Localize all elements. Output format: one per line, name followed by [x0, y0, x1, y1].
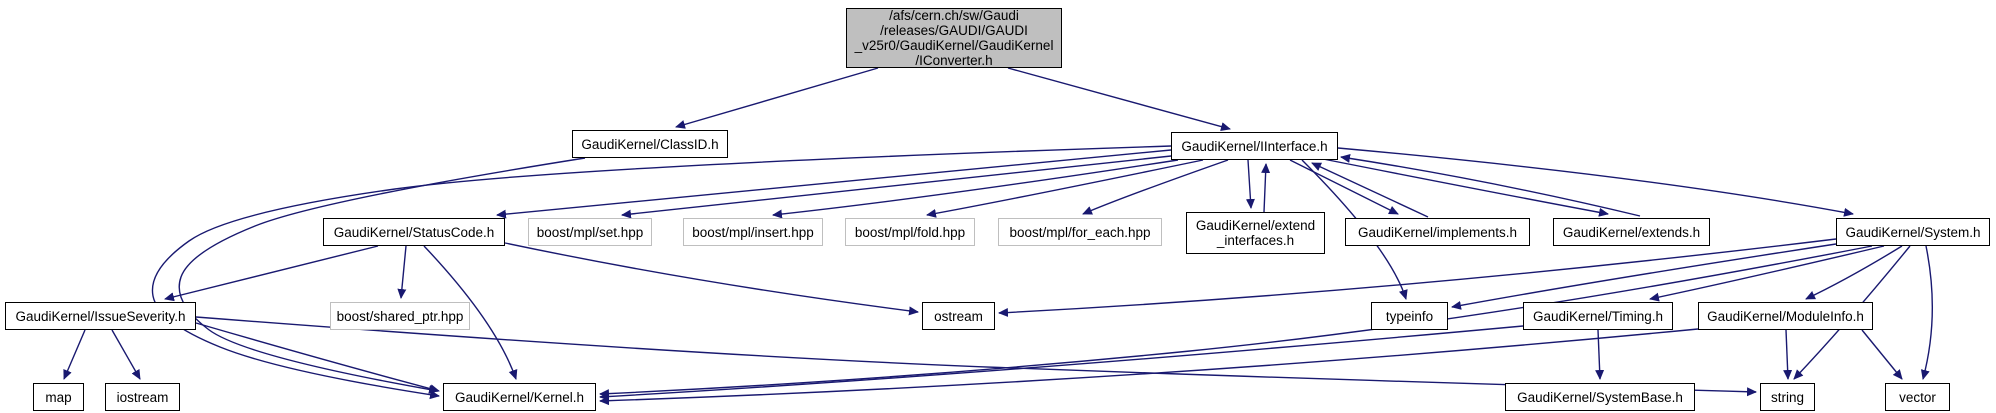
- node-mplfold: boost/mpl/fold.hpp: [845, 218, 975, 246]
- edge-moduleinfo-to-string: [1783, 329, 1793, 380]
- edge-implements-to-iinterface: [1311, 162, 1429, 218]
- edge-moduleinfo-to-kernel: [599, 328, 1699, 406]
- node-label-extends: GaudiKernel/extends.h: [1562, 224, 1701, 240]
- node-label-timing: GaudiKernel/Timing.h: [1532, 308, 1664, 324]
- edge-issueseverity-to-map: [63, 329, 86, 380]
- edge-iinterface-to-extendint: [1245, 159, 1255, 209]
- edge-iinterface-to-mplfold: [926, 159, 1204, 218]
- edge-iinterface-to-kernel: [151, 145, 1172, 400]
- node-label-iostream: iostream: [116, 389, 169, 405]
- node-iostream: iostream: [105, 383, 180, 411]
- node-label-mplforeach: boost/mpl/for_each.hpp: [1009, 224, 1151, 240]
- node-label-iconverter: /afs/cern.ch/sw/Gaudi /releases/GAUDI/GA…: [854, 8, 1054, 68]
- edge-statuscode-to-sharedptr: [397, 245, 407, 299]
- node-string: string: [1760, 383, 1815, 411]
- node-label-sharedptr: boost/shared_ptr.hpp: [336, 308, 464, 324]
- node-timing[interactable]: GaudiKernel/Timing.h: [1523, 302, 1673, 330]
- edge-system-to-timing: [1649, 245, 1885, 302]
- node-label-mplfold: boost/mpl/fold.hpp: [854, 224, 966, 240]
- edge-statuscode-to-issueseverity: [164, 245, 379, 302]
- node-label-mplinsert: boost/mpl/insert.hpp: [692, 224, 814, 240]
- node-label-system: GaudiKernel/System.h: [1845, 224, 1981, 240]
- node-label-string: string: [1770, 389, 1804, 405]
- node-statuscode[interactable]: GaudiKernel/StatusCode.h: [323, 218, 505, 246]
- edge-system-to-typeinfo: [1451, 243, 1837, 310]
- edge-iinterface-to-mplinsert: [772, 159, 1179, 219]
- node-extendint[interactable]: GaudiKernel/extend _interfaces.h: [1186, 212, 1325, 254]
- edge-extendint-to-iinterface: [1261, 163, 1271, 213]
- edge-iinterface-to-system: [1337, 147, 1854, 217]
- edge-iinterface-to-extends: [1317, 157, 1609, 217]
- node-extends[interactable]: GaudiKernel/extends.h: [1553, 218, 1710, 246]
- node-iinterface[interactable]: GaudiKernel/IInterface.h: [1171, 132, 1338, 160]
- edge-issueseverity-to-string: [195, 316, 1757, 397]
- node-label-classid: GaudiKernel/ClassID.h: [581, 136, 719, 152]
- edge-iconverter-to-classid: [675, 67, 879, 129]
- edge-statuscode-to-kernel: [423, 245, 518, 380]
- node-label-statuscode: GaudiKernel/StatusCode.h: [333, 224, 495, 240]
- edge-issueseverity-to-iostream: [111, 329, 141, 380]
- node-label-mplset: boost/mpl/set.hpp: [536, 224, 644, 240]
- node-label-systembase: GaudiKernel/SystemBase.h: [1517, 389, 1683, 405]
- edge-iinterface-to-mplforeach: [1082, 159, 1229, 215]
- node-issueseverity[interactable]: GaudiKernel/IssueSeverity.h: [5, 302, 196, 330]
- edge-system-to-vector: [1920, 245, 1933, 380]
- edge-iconverter-to-iinterface: [1007, 67, 1231, 131]
- node-label-vector: vector: [1899, 389, 1936, 405]
- node-moduleinfo[interactable]: GaudiKernel/ModuleInfo.h: [1698, 302, 1873, 330]
- edge-system-to-kernel: [599, 245, 1873, 399]
- node-typeinfo: typeinfo: [1371, 302, 1448, 330]
- node-mplset: boost/mpl/set.hpp: [528, 218, 652, 246]
- edge-timing-to-kernel: [599, 325, 1524, 401]
- node-iconverter: /afs/cern.ch/sw/Gaudi /releases/GAUDI/GA…: [846, 8, 1062, 68]
- node-systembase[interactable]: GaudiKernel/SystemBase.h: [1505, 383, 1695, 411]
- edge-classid-to-kernel: [178, 157, 586, 394]
- node-label-iinterface: GaudiKernel/IInterface.h: [1181, 138, 1328, 154]
- node-label-typeinfo: typeinfo: [1385, 308, 1434, 324]
- edge-moduleinfo-to-vector: [1861, 329, 1903, 380]
- edge-extends-to-iinterface: [1340, 153, 1641, 217]
- node-ostream: ostream: [922, 302, 995, 330]
- edge-statuscode-to-ostream: [504, 242, 919, 316]
- node-label-map: map: [45, 389, 72, 405]
- node-sharedptr: boost/shared_ptr.hpp: [330, 302, 470, 330]
- edge-group: [63, 67, 1933, 406]
- node-label-implements: GaudiKernel/implements.h: [1357, 224, 1518, 240]
- edge-iinterface-to-statuscode: [496, 149, 1172, 219]
- node-system[interactable]: GaudiKernel/System.h: [1836, 218, 1990, 246]
- node-label-issueseverity: GaudiKernel/IssueSeverity.h: [15, 308, 186, 324]
- edge-system-to-ostream: [998, 238, 1837, 318]
- node-mplforeach: boost/mpl/for_each.hpp: [998, 218, 1162, 246]
- node-label-moduleinfo: GaudiKernel/ModuleInfo.h: [1707, 308, 1864, 324]
- edge-iinterface-to-implements: [1289, 159, 1399, 215]
- edge-iinterface-to-mplset: [621, 155, 1172, 219]
- edge-timing-to-systembase: [1595, 329, 1605, 380]
- node-kernel[interactable]: GaudiKernel/Kernel.h: [443, 383, 596, 411]
- node-vector: vector: [1885, 383, 1950, 411]
- node-label-ostream: ostream: [934, 308, 983, 324]
- node-map: map: [33, 383, 84, 411]
- node-mplinsert: boost/mpl/insert.hpp: [683, 218, 823, 246]
- node-label-extendint: GaudiKernel/extend _interfaces.h: [1195, 218, 1316, 248]
- edge-system-to-moduleinfo: [1805, 245, 1903, 300]
- node-implements[interactable]: GaudiKernel/implements.h: [1345, 218, 1530, 246]
- node-classid[interactable]: GaudiKernel/ClassID.h: [572, 130, 728, 158]
- edge-issueseverity-to-kernel: [195, 322, 440, 394]
- node-label-kernel: GaudiKernel/Kernel.h: [454, 389, 585, 405]
